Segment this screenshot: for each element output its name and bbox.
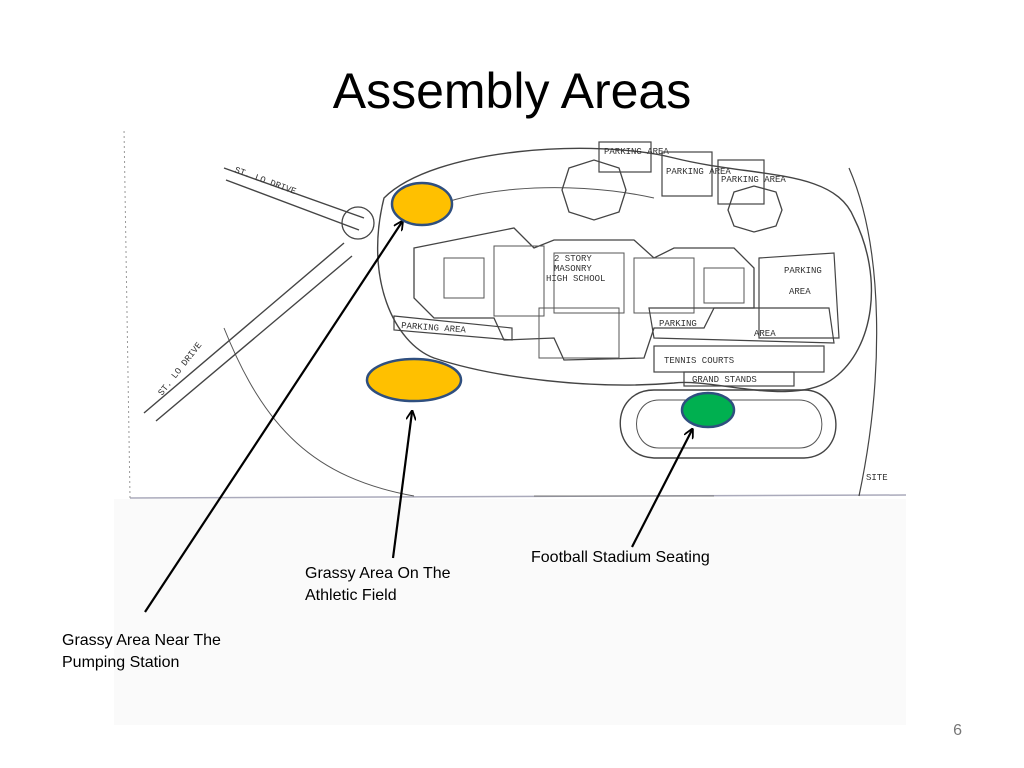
site-plan-map: ST. LO DRIVE ST. LO DRIVE PARKING AREA P… <box>114 128 906 725</box>
map-label-parking-left: PARKING AREA <box>401 321 467 336</box>
map-label-school-3: HIGH SCHOOL <box>546 274 605 284</box>
map-label-parking-mid-1: PARKING <box>659 319 697 329</box>
label-athletic-field: Grassy Area On The Athletic Field <box>305 563 451 607</box>
label-pumping-station-line1: Grassy Area Near The <box>62 632 221 649</box>
map-label-parking-mid-2: AREA <box>754 329 776 339</box>
label-athletic-field-line2: Athletic Field <box>305 587 397 604</box>
site-plan-drawing: ST. LO DRIVE ST. LO DRIVE PARKING AREA P… <box>114 128 906 725</box>
slide-title: Assembly Areas <box>332 63 692 119</box>
map-label-school-1: 2 STORY <box>554 254 592 264</box>
page-number: 6 <box>953 722 962 739</box>
label-pumping-station-line2: Pumping Station <box>62 654 180 671</box>
label-stadium-seating: Football Stadium Seating <box>531 547 710 569</box>
map-label-school-2: MASONRY <box>554 264 592 274</box>
map-label-site: SITE <box>866 473 888 483</box>
map-label-tennis: TENNIS COURTS <box>664 356 734 366</box>
label-stadium-seating-line1: Football Stadium Seating <box>531 549 710 566</box>
map-label-parking-right-2: AREA <box>789 287 811 297</box>
map-label-parking-2: PARKING AREA <box>666 167 731 177</box>
map-label-parking-3: PARKING AREA <box>721 175 786 185</box>
label-athletic-field-line1: Grassy Area On The <box>305 565 451 582</box>
label-pumping-station: Grassy Area Near The Pumping Station <box>62 630 221 674</box>
map-label-parking-1: PARKING AREA <box>604 147 669 157</box>
map-label-grandstands: GRAND STANDS <box>692 375 757 385</box>
map-label-parking-right-1: PARKING <box>784 266 822 276</box>
